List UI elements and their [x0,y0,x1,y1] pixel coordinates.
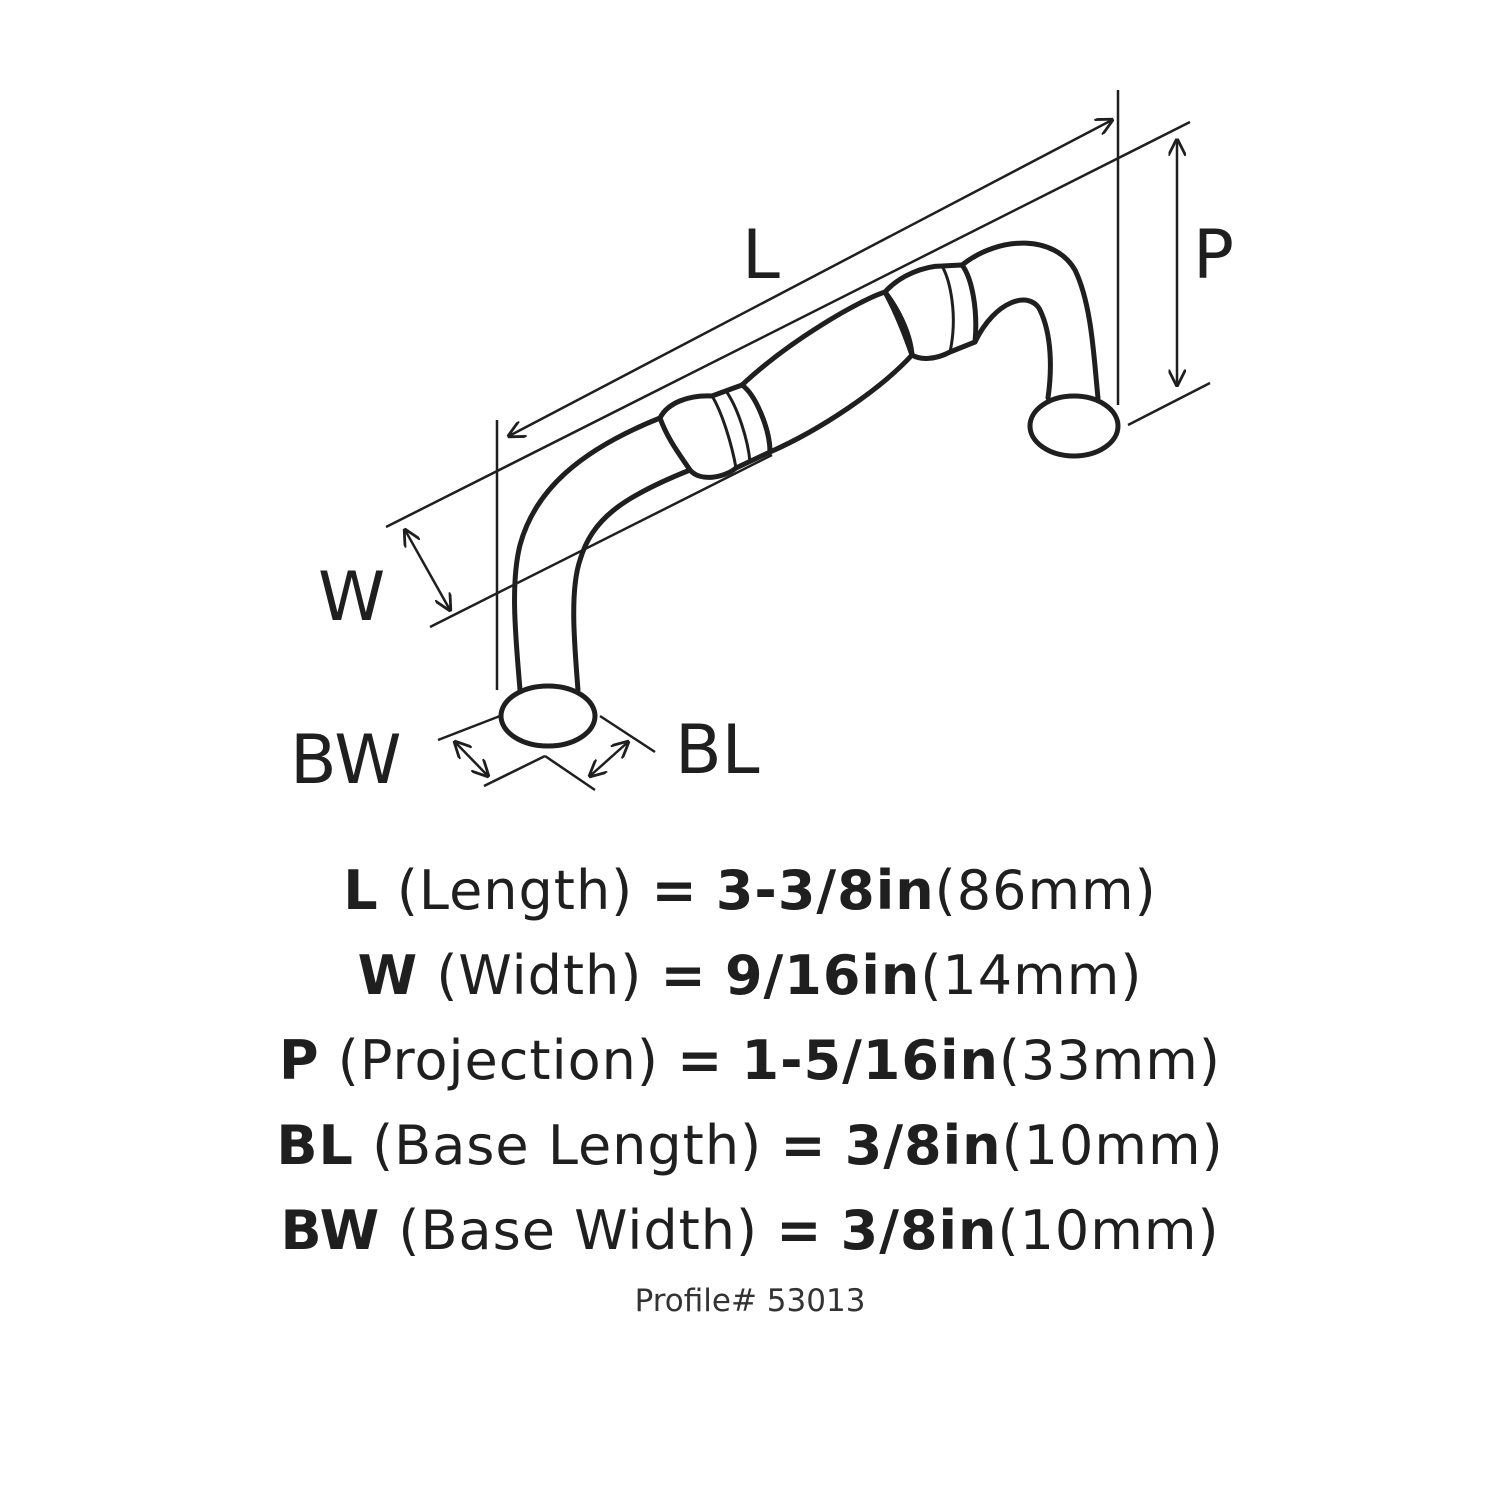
spec-name: (Projection) [337,1029,659,1092]
spec-mm-value: (10mm) [997,1199,1220,1262]
spec-base-length: BL (Base Length) = 3/8in(10mm) [0,1103,1500,1188]
spec-equals: = [651,859,698,922]
base-width-arrow [455,742,488,776]
spec-inch-value: 9/16in [724,944,921,1007]
dimension-spec-list: L (Length) = 3-3/8in(86mm) W (Width) = 9… [0,848,1500,1273]
length-arrow [509,120,1112,436]
spec-mm-value: (14mm) [920,944,1143,1007]
label-L: L [742,216,780,295]
base-length-arrow [590,742,628,776]
width-arrow [405,530,450,610]
right-foot-base [1027,393,1121,459]
spec-name: (Base Width) [398,1199,759,1262]
label-P: P [1193,216,1234,295]
spec-width: W (Width) = 9/16in(14mm) [0,933,1500,1018]
label-W: W [318,558,385,637]
spec-projection: P (Projection) = 1-5/16in(33mm) [0,1018,1500,1103]
profile-number: Profile# 53013 [634,1283,866,1319]
spec-mm-value: (33mm) [998,1029,1221,1092]
spec-abbr: BW [280,1199,381,1262]
left-foot-base [498,683,598,749]
pull-handle-drawing [498,240,1121,749]
spec-equals: = [677,1029,724,1092]
spec-mm-value: (86mm) [934,859,1157,922]
spec-base-width: BW (Base Width) = 3/8in(10mm) [0,1188,1500,1273]
spec-abbr: BL [276,1114,354,1177]
spec-name: (Base Length) [372,1114,763,1177]
left-post [512,415,693,693]
spec-abbr: W [357,944,419,1007]
cabinet-pull-dimension-diagram: L P W BW BL [290,90,1234,800]
label-BW: BW [290,721,401,800]
label-BL: BL [675,711,760,790]
spec-inch-value: 1-5/16in [741,1029,999,1092]
spec-length: L (Length) = 3-3/8in(86mm) [0,848,1500,933]
spec-mm-value: (10mm) [1001,1114,1224,1177]
spec-abbr: L [343,859,379,922]
spec-equals: = [660,944,707,1007]
spec-name: (Width) [436,944,643,1007]
spec-inch-value: 3/8in [840,1199,998,1262]
spec-equals: = [776,1199,823,1262]
spec-abbr: P [279,1029,320,1092]
spec-inch-value: 3/8in [844,1114,1002,1177]
spec-name: (Length) [396,859,634,922]
spec-inch-value: 3-3/8in [715,859,935,922]
spec-equals: = [780,1114,827,1177]
dimension-lines [385,90,1211,792]
right-post [959,240,1101,401]
